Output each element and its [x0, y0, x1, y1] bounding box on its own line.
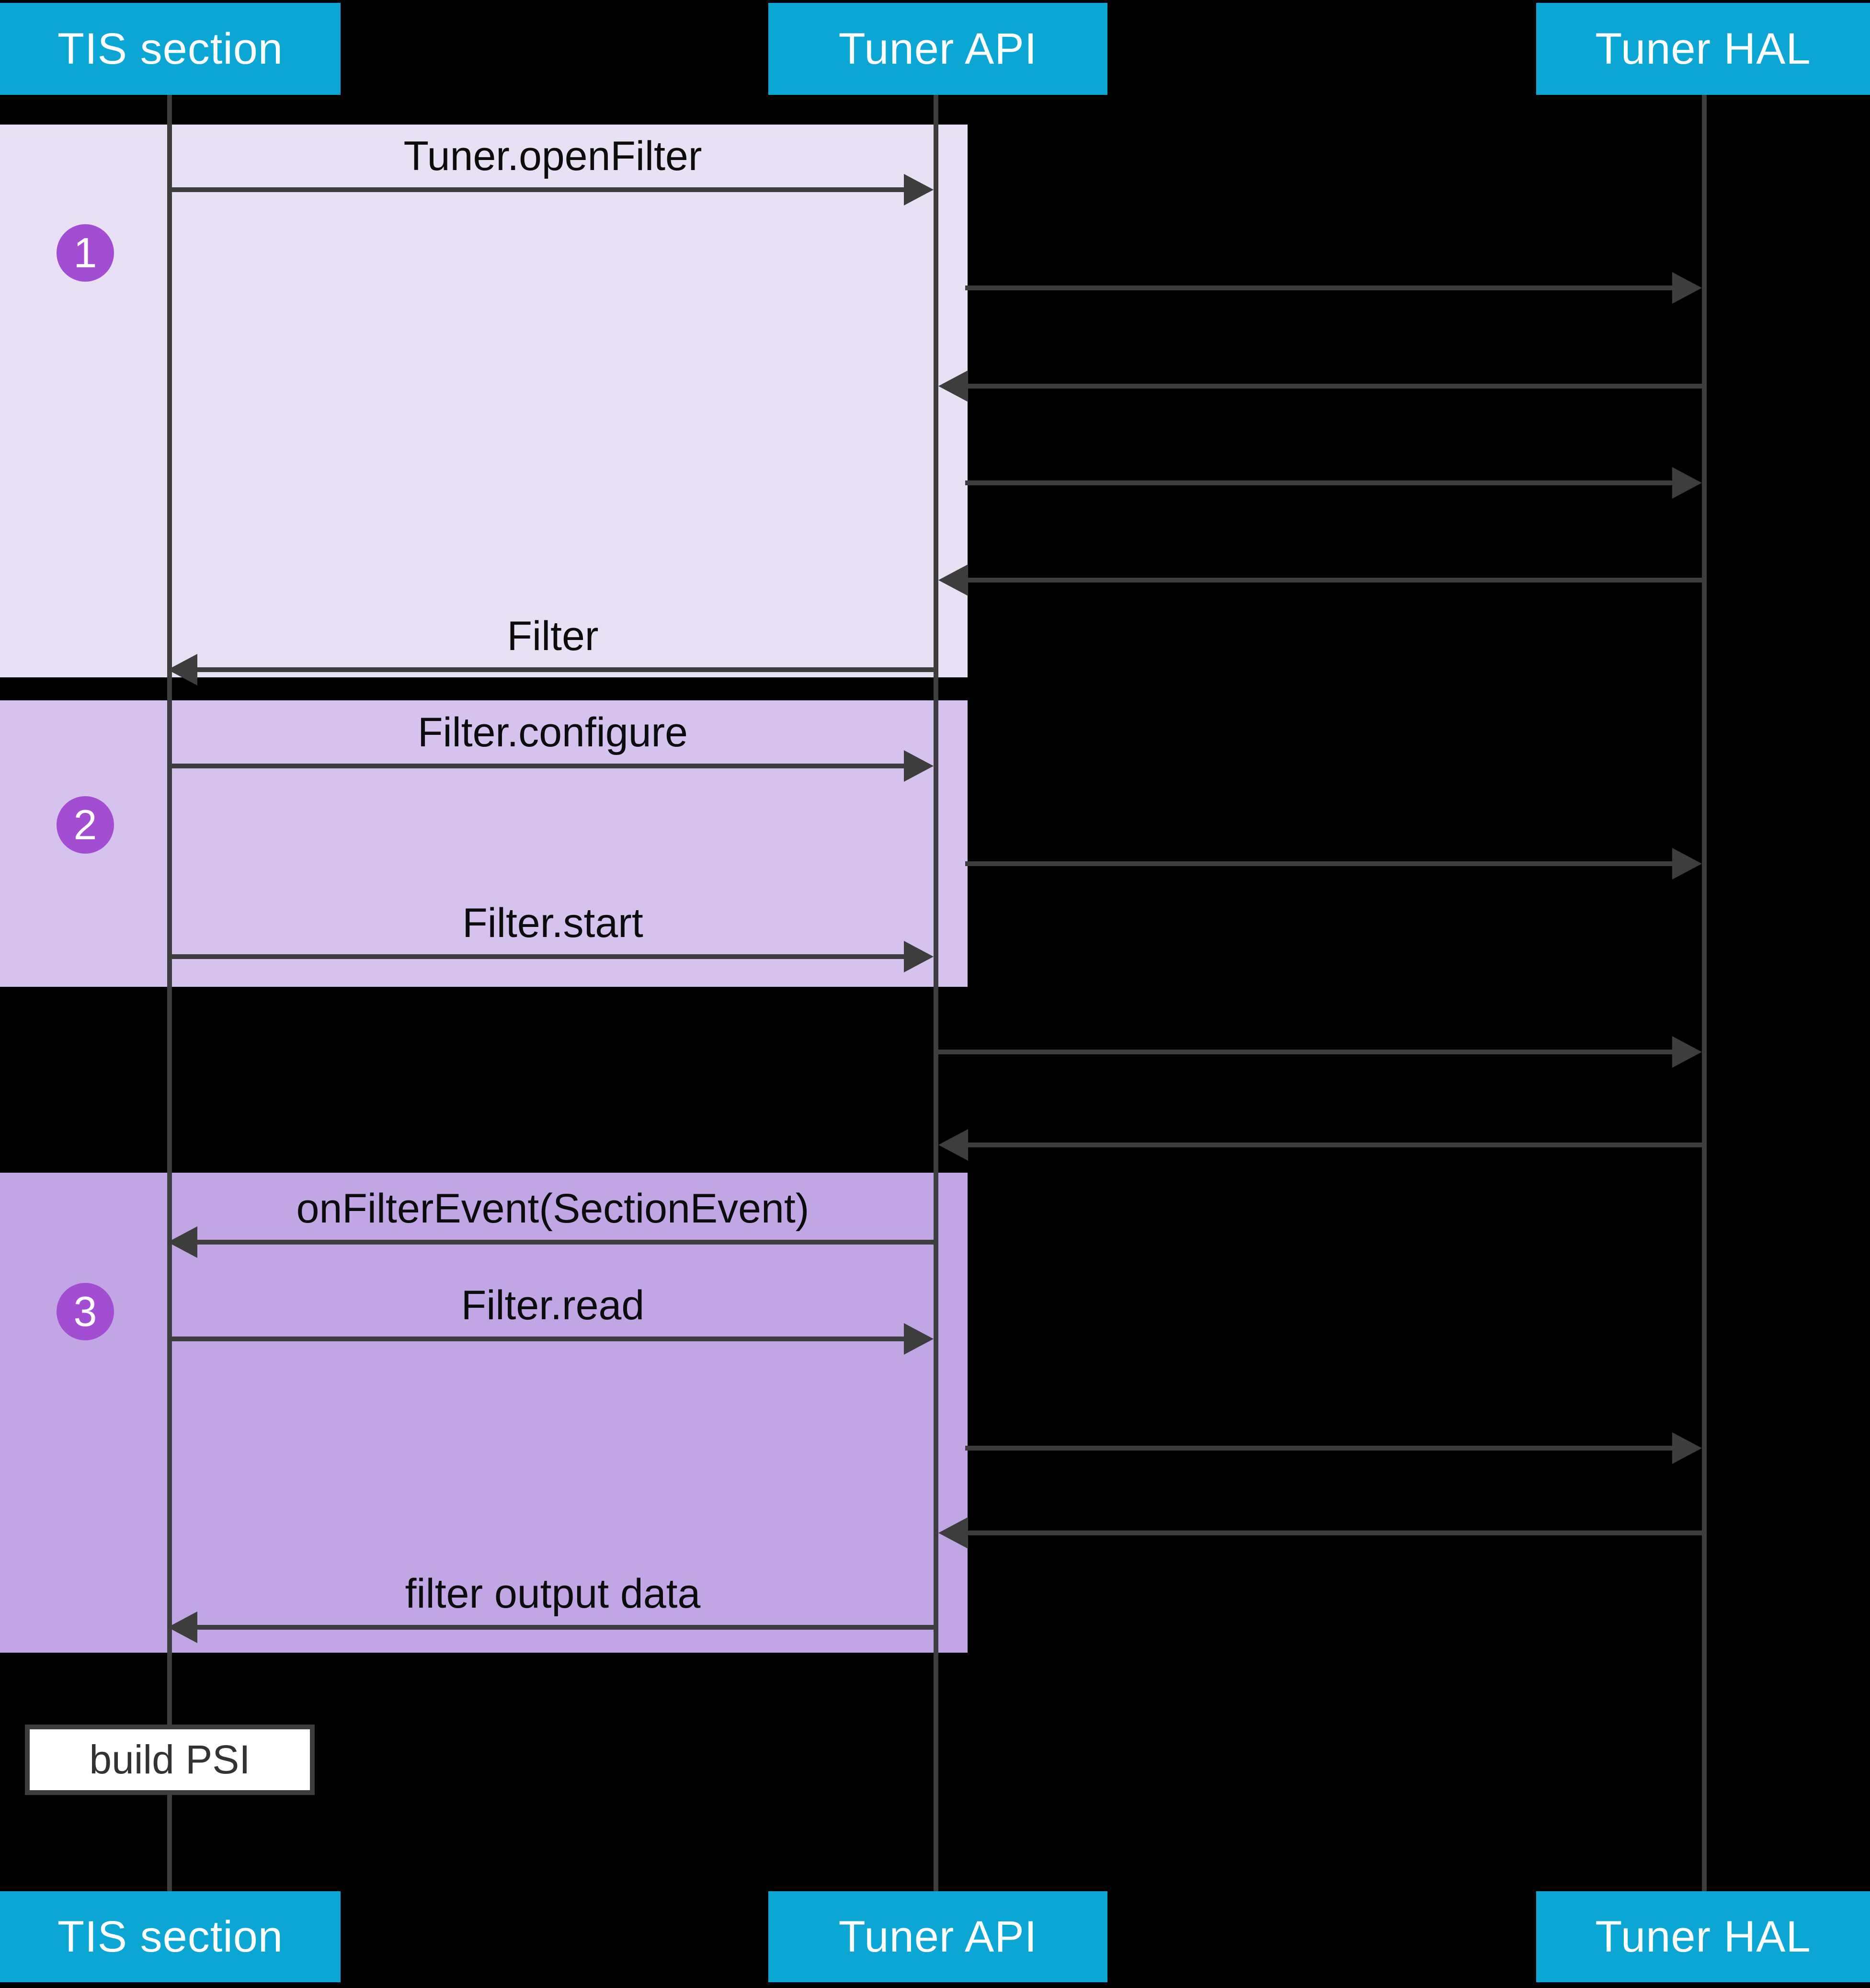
message-label-open-filter: Tuner.openFilter [403, 133, 702, 179]
arrowhead-right-icon [904, 1323, 934, 1355]
arrow-api-to-tis [195, 1240, 936, 1245]
arrowhead-right-icon [1672, 1432, 1702, 1464]
arrow-api-to-hal [965, 1446, 1676, 1451]
arrow-api-to-hal [938, 1050, 1676, 1054]
arrowhead-left-icon [938, 564, 968, 596]
participant-label: TIS section [57, 1912, 284, 1961]
message-label-read: Filter.read [461, 1282, 645, 1328]
step3-region [0, 1173, 968, 1653]
step-badge-3: 3 [57, 1283, 114, 1340]
arrow-hal-to-api [966, 384, 1704, 388]
step-number: 3 [73, 1288, 97, 1335]
lifeline-tis-section [167, 95, 172, 1891]
arrow-tis-to-api [170, 954, 907, 959]
participant-header-tis-top: TIS section [0, 3, 341, 95]
message-label-filter-return: Filter [507, 613, 599, 659]
arrow-tis-to-api [170, 764, 907, 768]
arrowhead-left-icon [938, 1129, 968, 1161]
arrowhead-left-icon [168, 654, 197, 686]
participant-label: Tuner API [838, 24, 1038, 73]
step-number: 2 [73, 801, 97, 848]
arrowhead-right-icon [1672, 1036, 1702, 1068]
arrow-api-to-hal [965, 480, 1676, 485]
message-label-output: filter output data [405, 1571, 701, 1617]
participant-label: TIS section [57, 24, 284, 73]
step-badge-2: 2 [57, 796, 114, 854]
step-number: 1 [73, 229, 97, 276]
arrowhead-left-icon [938, 1517, 968, 1549]
message-label-start: Filter.start [462, 900, 643, 946]
participant-label: Tuner HAL [1595, 1912, 1811, 1961]
lifeline-tuner-hal [1702, 95, 1707, 1891]
arrowhead-right-icon [1672, 467, 1702, 499]
arrowhead-left-icon [168, 1226, 197, 1258]
arrow-hal-to-api [966, 1143, 1704, 1147]
participant-header-api-top: Tuner API [768, 3, 1107, 95]
participant-label: Tuner HAL [1595, 24, 1811, 73]
arrowhead-right-icon [904, 174, 934, 206]
participant-header-api-bottom: Tuner API [768, 1891, 1107, 1982]
arrowhead-right-icon [904, 750, 934, 782]
participant-header-hal-top: Tuner HAL [1536, 3, 1870, 95]
lifeline-tuner-api [934, 95, 938, 1891]
arrow-hal-to-api [966, 1531, 1704, 1535]
participant-label: Tuner API [838, 1912, 1038, 1961]
arrow-tis-to-api [170, 1337, 907, 1341]
arrow-api-to-tis-return [195, 667, 936, 672]
message-label-configure: Filter.configure [417, 709, 688, 755]
step1-region [0, 125, 968, 677]
arrowhead-right-icon [1672, 272, 1702, 304]
note-build-psi: build PSI [25, 1725, 315, 1795]
note-label: build PSI [89, 1737, 251, 1782]
arrow-tis-to-api [170, 187, 907, 192]
arrowhead-right-icon [904, 941, 934, 972]
step-badge-1: 1 [57, 224, 114, 282]
step2-region [0, 700, 968, 987]
arrow-api-to-hal [965, 861, 1676, 866]
arrow-hal-to-api [966, 578, 1704, 583]
arrow-api-to-tis-return [195, 1625, 936, 1630]
participant-header-hal-bottom: Tuner HAL [1536, 1891, 1870, 1982]
arrowhead-left-icon [168, 1611, 197, 1643]
participant-header-tis-bottom: TIS section [0, 1891, 341, 1982]
arrowhead-left-icon [938, 370, 968, 402]
arrowhead-right-icon [1672, 848, 1702, 880]
arrow-api-to-hal [965, 286, 1676, 290]
message-label-on-filter-event: onFilterEvent(SectionEvent) [296, 1186, 810, 1232]
